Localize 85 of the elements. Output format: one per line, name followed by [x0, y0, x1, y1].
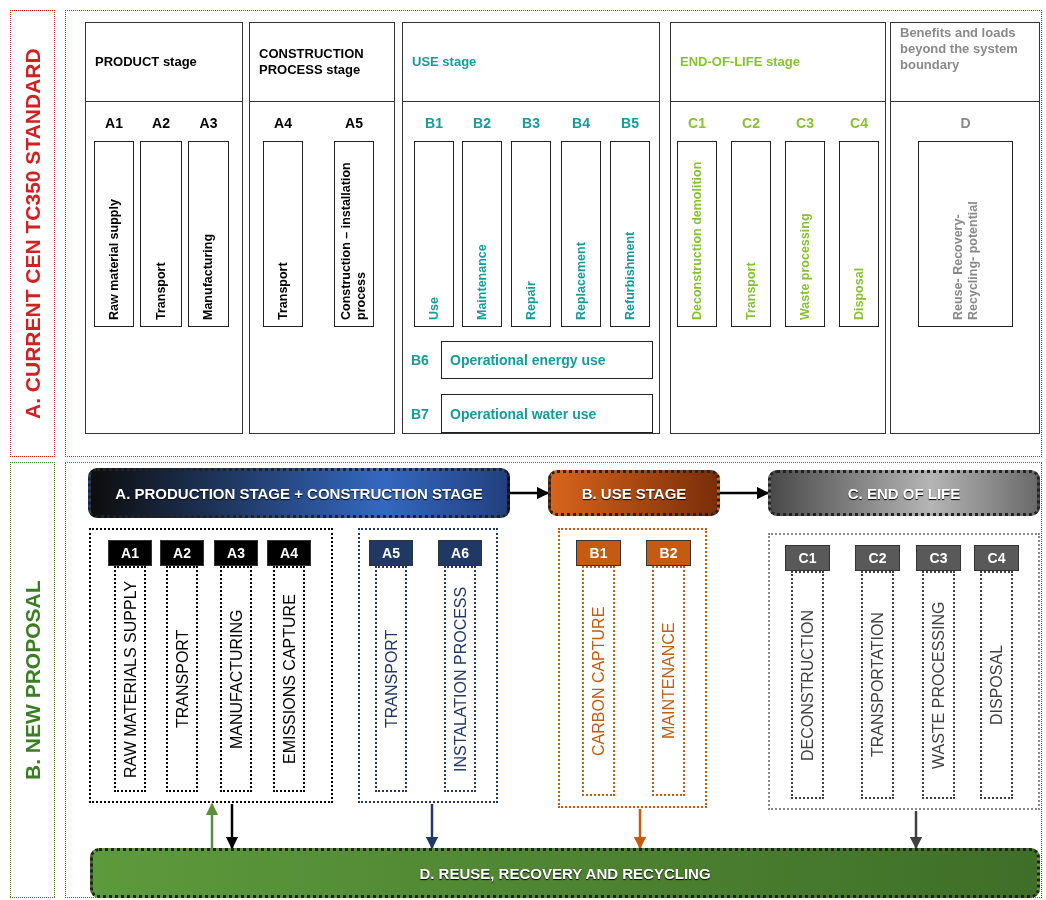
stage-column	[890, 22, 1040, 434]
stage-code-tag: C4	[974, 545, 1019, 571]
stage-code-tag: C1	[785, 545, 830, 571]
module-card: RAW MATERIALS SUPPLY	[114, 566, 146, 792]
module-code: B6	[411, 351, 430, 370]
module-code: B3	[521, 114, 541, 133]
module-card: TRANSPORT	[375, 566, 407, 792]
module-card: Disposal	[839, 141, 879, 327]
module-card: Transport	[731, 141, 771, 327]
stage-code-tag: B2	[646, 540, 691, 566]
stage-column	[402, 22, 660, 434]
stage-banner: A. PRODUCTION STAGE + CONSTRUCTION STAGE	[88, 468, 510, 518]
module-card: Replacement	[561, 141, 601, 327]
module-card: Use	[414, 141, 454, 327]
module-card: CARBON CAPTURE	[582, 566, 615, 796]
group-frame	[558, 528, 707, 808]
stage-column	[249, 22, 395, 434]
module-card: DISPOSAL	[980, 571, 1013, 799]
stage-code-tag: C3	[916, 545, 961, 571]
stage-code-tag: B1	[576, 540, 621, 566]
module-card: Transport	[263, 141, 303, 327]
module-card: TRANSPORT	[166, 566, 198, 792]
module-card: Operational water use	[441, 394, 653, 433]
group-frame	[89, 528, 333, 803]
stage-title: END-OF-LIFE stage	[680, 54, 800, 70]
section-title: A. CURRENT CEN TC350 STANDARD	[10, 10, 55, 457]
module-code: A4	[273, 114, 293, 133]
stage-code-tag: C2	[855, 545, 900, 571]
module-card: Reuse- Recovery- Recycling- potential	[918, 141, 1013, 327]
module-code: B2	[472, 114, 492, 133]
module-card: Raw material supply	[94, 141, 134, 327]
module-code: B5	[620, 114, 640, 133]
arrow	[225, 804, 239, 850]
module-card: Maintenance	[462, 141, 502, 327]
stage-code-tag: A1	[108, 540, 152, 566]
stage-column	[670, 22, 886, 434]
arrow	[205, 802, 219, 848]
module-card: Repair	[511, 141, 551, 327]
module-code: A1	[104, 114, 124, 133]
stage-banner: C. END OF LIFE	[768, 470, 1040, 516]
arrow	[425, 804, 439, 850]
module-card: TRANSPORTATION	[861, 571, 894, 799]
module-card: Refurbishment	[610, 141, 650, 327]
stage-code-tag: A6	[438, 540, 482, 566]
module-card: DECONSTRUCTION	[791, 571, 824, 799]
module-card: Manufacturing	[188, 141, 229, 327]
arrow	[510, 486, 550, 500]
stage-code-tag: A2	[160, 540, 204, 566]
arrow	[633, 809, 647, 850]
module-card: MAINTENANCE	[652, 566, 685, 796]
group-frame	[358, 528, 498, 803]
module-code: A3	[198, 114, 219, 133]
stage-column	[85, 22, 243, 434]
module-code: C2	[741, 114, 761, 133]
module-card: Deconstruction demolition	[677, 141, 717, 327]
arrow	[720, 486, 770, 500]
module-card: Construction – installation process	[334, 141, 374, 327]
module-card: EMISSIONS CAPTURE	[273, 566, 305, 792]
arrow	[909, 811, 923, 850]
module-code: B1	[424, 114, 444, 133]
stage-title: PRODUCT stage	[95, 54, 197, 70]
module-code: B4	[571, 114, 591, 133]
module-card: MANUFACTURING	[220, 566, 252, 792]
section-title: B. NEW PROPOSAL	[10, 462, 55, 898]
module-code: C1	[687, 114, 707, 133]
group-frame	[768, 533, 1040, 810]
module-card: Transport	[140, 141, 182, 327]
stage-title: CONSTRUCTION PROCESS stage	[259, 46, 365, 78]
module-code: D	[959, 114, 972, 133]
module-card: INSTALATION PROCESS	[444, 566, 476, 792]
stage-banner: D. REUSE, RECOVERY AND RECYCLING	[90, 848, 1040, 898]
stage-code-tag: A3	[214, 540, 258, 566]
stage-code-tag: A4	[267, 540, 311, 566]
module-code: B7	[411, 404, 430, 424]
stage-title: USE stage	[412, 54, 477, 70]
module-code: C3	[795, 114, 815, 133]
module-code: C4	[849, 114, 869, 133]
stage-code-tag: A5	[369, 540, 413, 566]
module-card: Operational energy use	[441, 341, 653, 379]
stage-title: Benefits and loads beyond the system boundary	[900, 25, 1019, 73]
module-code: A2	[151, 114, 171, 133]
module-card: WASTE PROCESSING	[922, 571, 955, 799]
module-code: A5	[344, 114, 364, 133]
module-card: Waste processing	[785, 141, 825, 327]
stage-banner: B. USE STAGE	[548, 470, 720, 516]
